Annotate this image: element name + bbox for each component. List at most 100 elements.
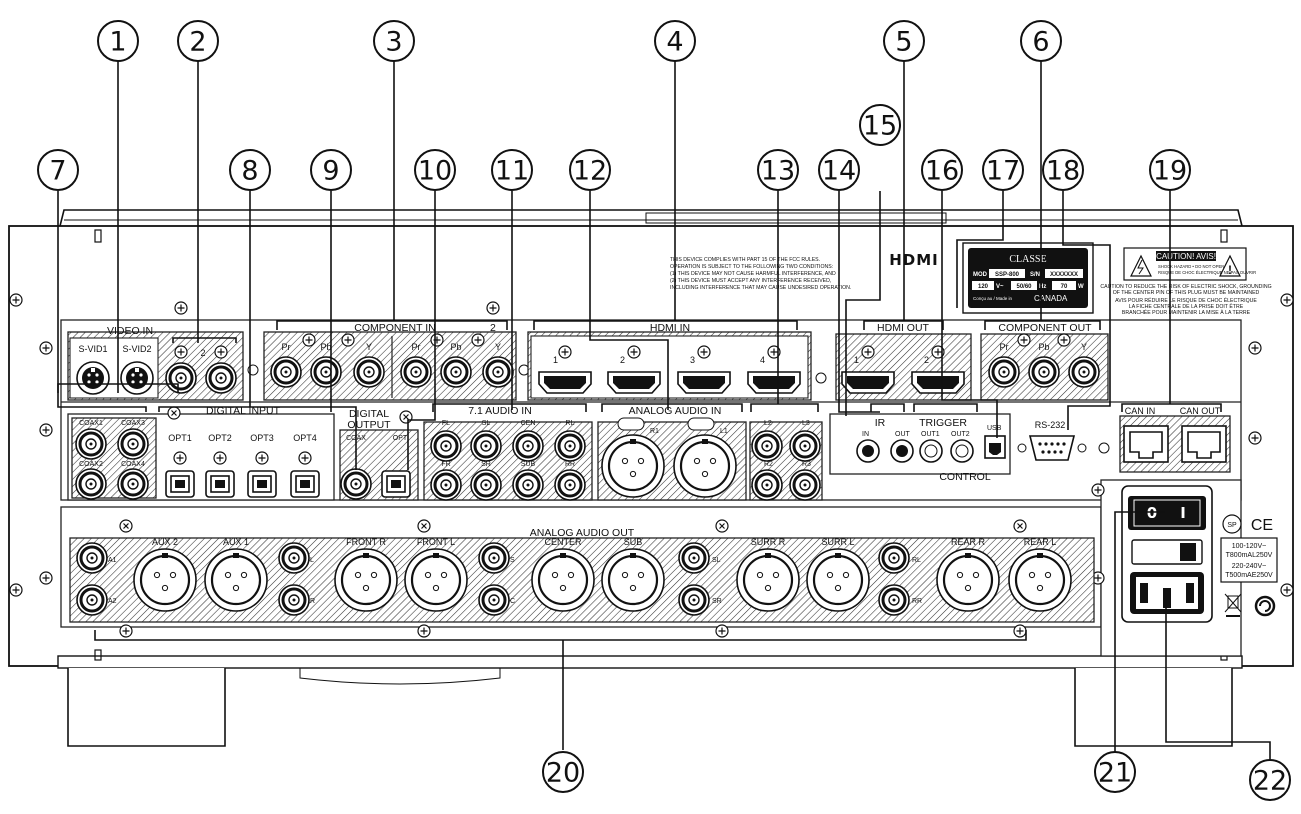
callout-1: 1 (97, 20, 139, 62)
frequency-unit: Hz (1039, 284, 1046, 290)
cen-jack[interactable] (511, 429, 545, 463)
surr-l-xlr-jack[interactable] (805, 547, 871, 613)
a2-label: A2 (108, 598, 117, 605)
composite-1-jack[interactable] (164, 361, 198, 395)
rs232-port[interactable] (1028, 435, 1076, 461)
digital-out-coax-jack[interactable] (339, 467, 373, 501)
r2-jack[interactable] (750, 468, 784, 502)
comp-in-2-pb-jack[interactable] (439, 355, 473, 389)
comp-in-1-pr-jack[interactable] (269, 355, 303, 389)
rear-l-label: REAR L (1024, 537, 1057, 547)
l3-jack[interactable] (788, 429, 822, 463)
s-out-jack[interactable] (477, 541, 511, 575)
c-out-label: C (510, 598, 515, 605)
r-out-label: R (310, 598, 315, 605)
hdmi-out-2-port[interactable] (911, 371, 965, 394)
comp-in-2-y-jack[interactable] (481, 355, 515, 389)
a2-jack[interactable] (75, 583, 109, 617)
rear-r-xlr-jack[interactable] (935, 547, 1001, 613)
video-in-group: VIDEO IN S-VID1 S-VID2 2 (67, 325, 259, 401)
svid2-jack[interactable] (120, 361, 154, 395)
rr-jack[interactable] (553, 468, 587, 502)
callout-1-number: 1 (109, 27, 126, 58)
hdmi-in-3-port[interactable] (677, 371, 731, 394)
fl-jack[interactable] (429, 429, 463, 463)
hdmi-in-label: HDMI IN (650, 322, 690, 334)
callout-4-number: 4 (666, 27, 683, 58)
svg-text:!: ! (1228, 263, 1232, 277)
callout-22-number: 22 (1253, 766, 1287, 797)
comp-in-1-y-jack[interactable] (352, 355, 386, 389)
sl-out-jack[interactable] (677, 541, 711, 575)
rl-out-jack[interactable] (877, 541, 911, 575)
svid1-jack[interactable] (76, 361, 110, 395)
front-r-label: FRONT R (346, 537, 386, 547)
rear-l-xlr-jack[interactable] (1007, 547, 1073, 613)
can-out-port[interactable] (1181, 425, 1227, 463)
coax3-jack[interactable] (116, 427, 150, 461)
trigger-out1-label: OUT1 (921, 431, 940, 438)
c-out-jack[interactable] (477, 583, 511, 617)
ir-label: IR (875, 417, 886, 429)
digital-input-group: DIGITAL INPUT COAX1 COAX3 COAX2 COAX4 OP… (67, 405, 335, 501)
r3-jack[interactable] (788, 468, 822, 502)
rr-out-jack[interactable] (877, 583, 911, 617)
l2-jack[interactable] (750, 429, 784, 463)
comp-out-pb-jack[interactable] (1027, 355, 1061, 389)
sr-out-jack[interactable] (677, 583, 711, 617)
r2-label: R2 (764, 461, 773, 468)
comp-in-2-pr-jack[interactable] (399, 355, 433, 389)
r-out-jack[interactable] (277, 583, 311, 617)
opt4-port[interactable] (290, 470, 320, 498)
sub-xlr-jack[interactable] (600, 547, 666, 613)
model-number: SSP-800 (995, 272, 1020, 278)
front-r-xlr-jack[interactable] (333, 547, 399, 613)
center-xlr-jack[interactable] (530, 547, 596, 613)
component-in-group: COMPONENT IN 2 Pr Pb Y Pr Pb Y (263, 322, 530, 401)
comp-out-y-jack[interactable] (1067, 355, 1101, 389)
callout-9-number: 9 (322, 156, 339, 187)
aux2-xlr-jack[interactable] (132, 547, 198, 613)
opt3-label: OPT3 (250, 433, 274, 443)
hdmi-out-1-port[interactable] (841, 371, 895, 394)
rl-jack[interactable] (553, 429, 587, 463)
surr-l-label: SURR L (821, 537, 854, 547)
analog-audio-in-group: ANALOG AUDIO IN R1 L1 L2 L3 R2 R3 (597, 405, 823, 502)
hdmi-in-4-port[interactable] (747, 371, 801, 394)
aux1-xlr-jack[interactable] (203, 547, 269, 613)
coax1-jack[interactable] (74, 427, 108, 461)
r3-label: R3 (802, 461, 811, 468)
coax2-jack[interactable] (74, 467, 108, 501)
opt2-port[interactable] (205, 470, 235, 498)
sr-jack[interactable] (469, 468, 503, 502)
coax4-jack[interactable] (116, 467, 150, 501)
sub-jack[interactable] (511, 468, 545, 502)
opt4-label: OPT4 (293, 433, 317, 443)
digital-out-opt-port[interactable] (381, 470, 411, 498)
composite-2-jack[interactable] (204, 361, 238, 395)
surr-r-xlr-jack[interactable] (735, 547, 801, 613)
digital-output-group: DIGITAL OUTPUT COAX OPT (339, 408, 419, 501)
comp-out-pr-jack[interactable] (987, 355, 1021, 389)
svid2-label: S-VID2 (122, 344, 151, 354)
opt1-port[interactable] (165, 470, 195, 498)
xlr-in-r1-jack[interactable] (600, 433, 666, 499)
trigger-label: TRIGGER (919, 417, 967, 429)
a1-jack[interactable] (75, 541, 109, 575)
sl-jack[interactable] (469, 429, 503, 463)
l-out-jack[interactable] (277, 541, 311, 575)
audio-71-in-group: 7.1 AUDIO IN FL SL CEN RL FR SR SUB RR (423, 405, 593, 502)
xlr-in-l1-jack[interactable] (672, 433, 738, 499)
comp-in-1-pb-jack[interactable] (309, 355, 343, 389)
sr-label: SR (481, 461, 491, 468)
fr-jack[interactable] (429, 468, 463, 502)
composite-2-label: 2 (200, 348, 205, 358)
can-in-port[interactable] (1123, 425, 1169, 463)
hdmi-in-2-port[interactable] (607, 371, 661, 394)
front-l-xlr-jack[interactable] (403, 547, 469, 613)
fcc-line-4: (2) THIS DEVICE MUST ACCEPT ANY INTERFER… (670, 278, 831, 284)
opt3-port[interactable] (247, 470, 277, 498)
serial-caption: S/N (1030, 272, 1040, 278)
hdmi-in-1-port[interactable] (538, 371, 592, 394)
made-in-country: CANADA (1034, 294, 1068, 303)
